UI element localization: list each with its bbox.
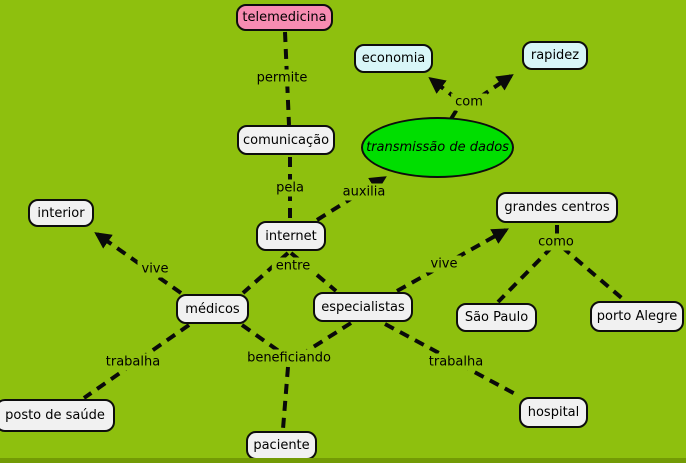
edge-beneficiando-paciente [281,366,290,430]
edge-como-porto-alegre [560,245,626,302]
node-hospital[interactable]: hospital [519,397,588,428]
node-rapidez[interactable]: rapidez [522,41,588,70]
node-interior[interactable]: interior [28,199,94,227]
edge-label-vive-interior[interactable]: vive [137,260,173,278]
node-transmissao-de-dados[interactable]: transmissão de dados [361,117,514,178]
node-porto-alegre[interactable]: porto Alegre [590,301,684,332]
node-comunicacao[interactable]: comunicação [237,125,335,155]
edge-label-entre[interactable]: entre [271,257,315,275]
node-posto-de-saude[interactable]: posto de saúde [0,399,115,432]
edge-label-auxilia[interactable]: auxilia [338,183,390,201]
node-grandes-centros[interactable]: grandes centros [496,192,618,223]
edge-especialistas-grandes-centros [396,228,509,293]
edge-label-permite[interactable]: permite [252,69,312,87]
edge-label-pela[interactable]: pela [272,179,308,197]
node-telemedicina[interactable]: telemedicina [236,4,333,31]
edge-medicos-beneficiando [240,323,292,361]
edge-label-vive-grandes-centros[interactable]: vive [426,255,462,273]
node-medicos[interactable]: médicos [176,294,249,324]
edge-label-trabalha-hospital[interactable]: trabalha [424,353,488,371]
node-sao-paulo[interactable]: São Paulo [456,303,537,332]
edge-label-trabalha-posto[interactable]: trabalha [101,353,165,371]
edge-label-como[interactable]: como [534,233,578,251]
edge-telemedicina-comunicacao [283,31,291,126]
node-internet[interactable]: internet [256,221,326,251]
edge-medicos-posto-saude [82,323,191,400]
node-paciente[interactable]: paciente [246,431,317,460]
canvas-bottom-edge [0,458,686,463]
node-especialistas[interactable]: especialistas [313,292,413,322]
edge-label-com[interactable]: com [451,93,487,111]
edge-como-sao-paulo [496,245,554,304]
edge-label-beneficiando[interactable]: beneficiando [243,349,335,367]
node-economia[interactable]: economia [354,44,433,73]
